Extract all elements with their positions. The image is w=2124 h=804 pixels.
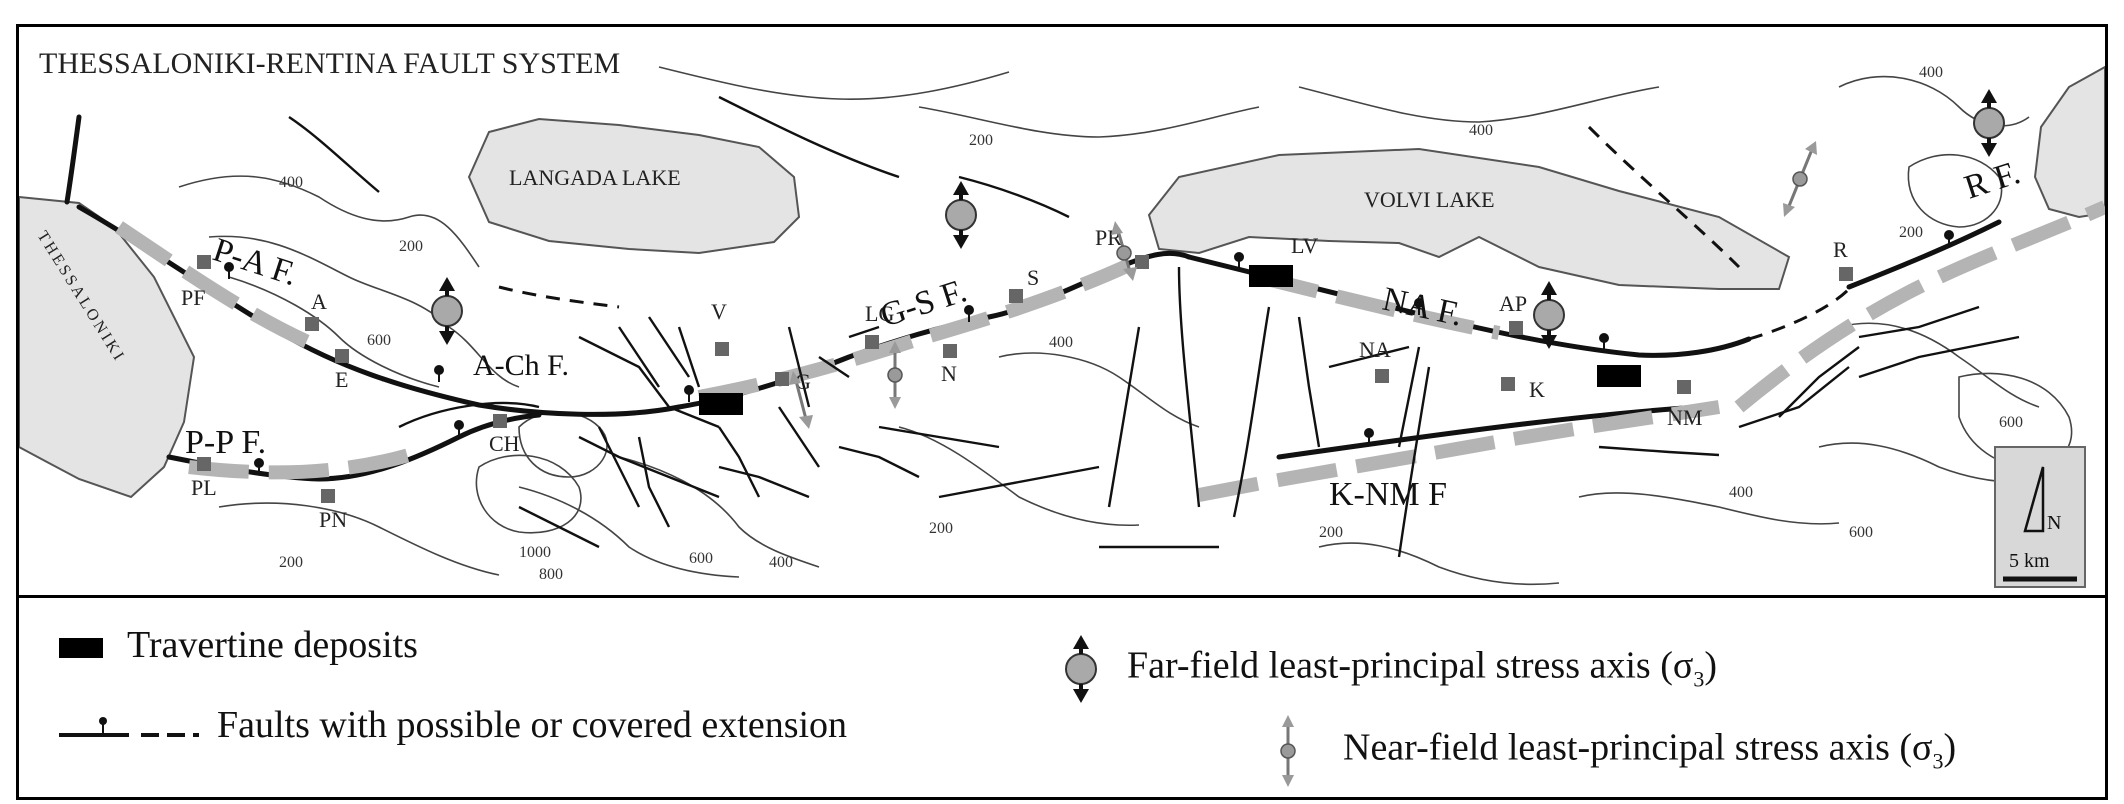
site-label-ap: AP: [1499, 291, 1527, 316]
legend-near-field-close: ): [1943, 726, 1957, 769]
contour-label: 400: [1469, 122, 1493, 139]
site-label-nm: NM: [1667, 405, 1702, 430]
far-field-stress-icon: [1973, 89, 2005, 157]
contour-label: 200: [399, 238, 423, 255]
contour-label: 200: [929, 520, 953, 537]
site-label-ch: CH: [489, 431, 520, 456]
near-field-stress-icon: [789, 371, 813, 429]
fault-label-ach: A-Ch F.: [473, 349, 569, 382]
north-arrow-icon: [2023, 466, 2045, 533]
travertine-deposit: [1249, 265, 1293, 287]
site-label-pl: PL: [191, 475, 217, 500]
contour-label: 800: [539, 566, 563, 583]
fault-label-ppf: P-P F.: [185, 424, 266, 461]
fault-label-knm: K-NM F: [1329, 476, 1447, 513]
near-field-stress-legend-icon: [1280, 715, 1296, 787]
fault-map: PF A E CH PL PN V G LG N S PR LV NA K AP…: [19, 47, 2105, 588]
dashed-faults: [498, 125, 1851, 341]
near-field-stress-icon: [1783, 141, 1817, 217]
legend-travertine: Travertine deposits: [59, 623, 418, 667]
site-label-na: NA: [1359, 337, 1391, 362]
legend-near-field-label: Near-field least-principal stress axis (…: [1343, 726, 1933, 769]
legend-faults-label: Faults with possible or covered extensio…: [217, 704, 848, 746]
travertine-icon: [59, 638, 103, 659]
legend-travertine-label: Travertine deposits: [127, 624, 418, 666]
site-label-v: V: [711, 299, 727, 324]
site-label-pn: PN: [319, 507, 347, 532]
legend-near-field: Near-field least-principal stress axis (…: [1273, 713, 1956, 789]
contour-label: 600: [1849, 524, 1873, 541]
site-label-lg: LG: [865, 301, 894, 326]
travertine-deposit: [699, 393, 743, 415]
fault-ticks: [224, 230, 1954, 475]
contour-label: 600: [367, 332, 391, 349]
site-label-k: K: [1529, 377, 1545, 402]
site-label-lv: LV: [1291, 233, 1318, 258]
travertine-deposit: [1597, 365, 1641, 387]
far-field-stress-icon: [1533, 281, 1565, 349]
langada-lake-label: LANGADA LAKE: [509, 165, 681, 190]
contour-label: 400: [279, 174, 303, 191]
secondary-faults: [288, 95, 2020, 558]
title: THESSALONIKI-RENTINA FAULT SYSTEM: [39, 47, 620, 80]
far-field-stress-legend-icon: [1065, 635, 1097, 703]
fault-label-paf: P-A F.: [209, 231, 302, 293]
map-figure: PF A E CH PL PN V G LG N S PR LV NA K AP…: [16, 24, 2108, 800]
volvi-lake-label: VOLVI LAKE: [1364, 187, 1495, 212]
legend-far-field-label: Far-field least-principal stress axis (σ: [1127, 644, 1694, 687]
volvi-lake: [1147, 147, 1791, 290]
contour-label: 400: [1919, 64, 1943, 81]
contour-label: 600: [1999, 414, 2023, 431]
legend-faults: Faults with possible or covered extensio…: [59, 703, 847, 747]
site-label-r: R: [1833, 237, 1848, 262]
north-label: N: [2047, 512, 2061, 534]
site-label-n: N: [941, 361, 957, 386]
far-field-stress-icon: [431, 277, 463, 345]
site-label-a: A: [311, 289, 327, 314]
legend-divider: [19, 595, 2105, 598]
contour-label: 400: [1049, 334, 1073, 351]
fault-symbol-icon: [59, 717, 199, 738]
scale-bar-box: N 5 km: [1994, 446, 2086, 588]
east-coast-region: [2033, 65, 2105, 219]
contour-label: 400: [769, 554, 793, 571]
near-field-stress-icon: [887, 341, 903, 409]
langada-lake: [467, 117, 801, 255]
near-field-stress-icon: [1111, 221, 1137, 281]
far-field-stress-icon: [945, 181, 977, 249]
contour-label: 600: [689, 550, 713, 567]
contour-label: 1000: [519, 544, 551, 561]
legend-near-field-sub: 3: [1932, 748, 1944, 774]
fault-label-rf: R F.: [1960, 154, 2025, 206]
scale-label: 5 km: [2009, 550, 2050, 572]
fault-label-naf: NA F.: [1379, 281, 1465, 334]
legend-far-field-sub: 3: [1693, 666, 1705, 692]
site-label-pf: PF: [181, 285, 205, 310]
site-markers: [197, 255, 1853, 503]
contour-label: 400: [1729, 484, 1753, 501]
contour-label: 200: [1899, 224, 1923, 241]
contour-label: 200: [969, 132, 993, 149]
site-label-e: E: [335, 367, 348, 392]
contour-lines: [178, 66, 2073, 586]
legend-far-field: Far-field least-principal stress axis (σ…: [1063, 633, 1717, 705]
contour-label: 200: [1319, 524, 1343, 541]
legend-far-field-close: ): [1704, 644, 1717, 687]
site-label-s: S: [1027, 265, 1039, 290]
contour-label: 200: [279, 554, 303, 571]
